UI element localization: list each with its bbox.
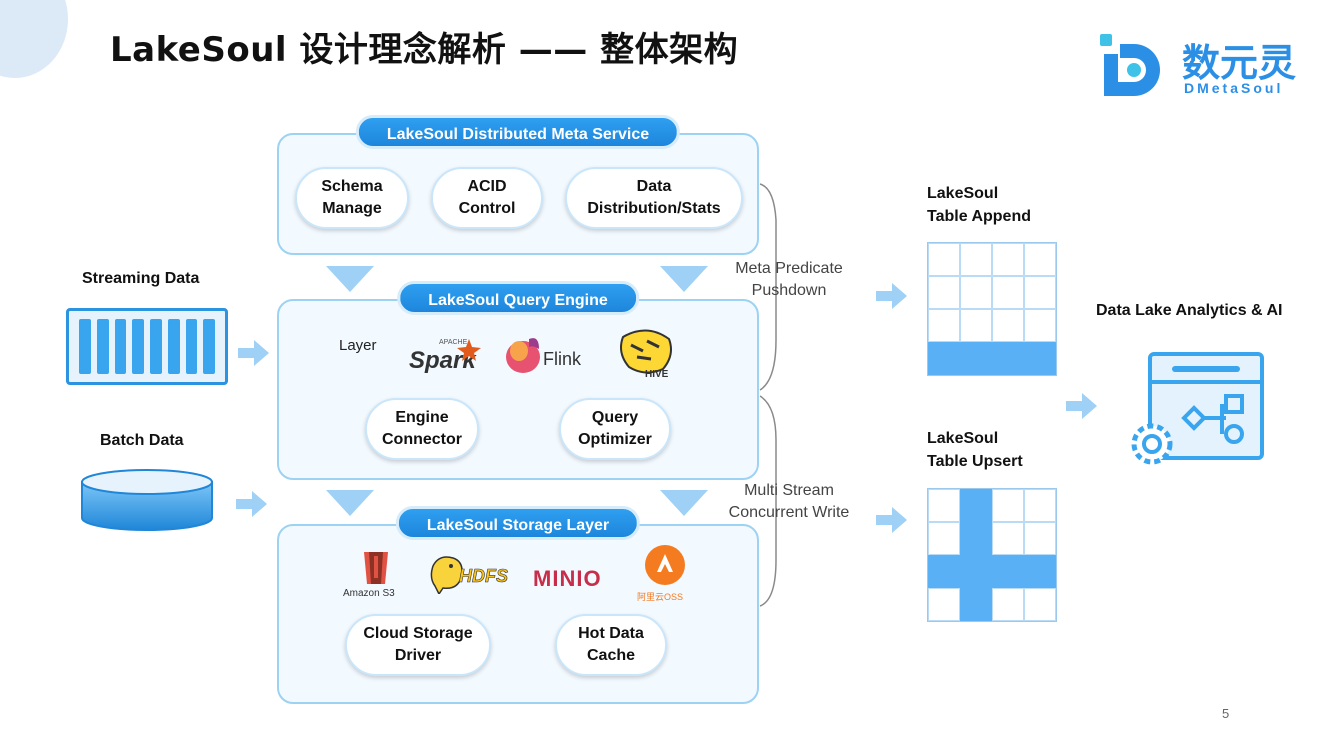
node-label: Driver — [394, 647, 442, 664]
down-arrow-icon — [660, 490, 708, 516]
hdfs-label: HDFS — [459, 566, 509, 587]
data-distribution-node: Data Distribution/Stats — [565, 167, 743, 229]
storage-layer-title: LakeSoul Storage Layer — [395, 506, 641, 540]
node-label: Optimizer — [578, 431, 652, 448]
minio-logo: MINIO — [533, 566, 627, 592]
page-title: LakeSoul 设计理念解析 —— 整体架构 — [110, 30, 739, 70]
note-line: Concurrent Write — [728, 504, 850, 521]
down-arrow-icon — [326, 266, 374, 292]
hot-data-cache-node: Hot Data Cache — [555, 614, 667, 676]
layer-label: Layer — [339, 337, 377, 354]
s3-bucket-icon — [364, 552, 388, 584]
spark-star-icon — [457, 339, 481, 361]
batch-data-label: Batch Data — [100, 432, 184, 449]
hdfs-logo: HDFS — [427, 552, 521, 596]
minio-label: MINIO — [533, 566, 602, 591]
arrow-right-icon — [1066, 393, 1097, 419]
node-label: Distribution/Stats — [587, 200, 721, 217]
hive-logo: HIVE — [617, 329, 677, 385]
arrow-right-icon — [236, 491, 267, 517]
table-upsert-title: LakeSoul Table Upsert — [927, 427, 1023, 473]
query-engine-panel: LakeSoul Query Engine Layer APACHE Spark… — [277, 281, 759, 480]
acid-control-node: ACID Control — [431, 167, 543, 229]
schema-manage-node: Schema Manage — [295, 167, 409, 229]
oss-label: 阿里云OSS — [637, 592, 684, 602]
cloud-storage-driver-node: Cloud Storage Driver — [345, 614, 491, 676]
query-engine-title: LakeSoul Query Engine — [397, 281, 639, 315]
node-label: Data — [636, 178, 672, 195]
node-label: Control — [458, 200, 516, 217]
query-optimizer-node: Query Optimizer — [559, 398, 671, 460]
multi-stream-note: Multi Stream Concurrent Write — [720, 480, 858, 524]
database-icon — [81, 469, 213, 531]
brand-name-en: DMetaSoul — [1184, 80, 1284, 96]
hive-bee-icon — [620, 329, 672, 374]
node-label: ACID — [467, 178, 507, 195]
title-line: Table Upsert — [927, 453, 1023, 470]
hive-label: HIVE — [645, 369, 669, 380]
brand-name-cn: 数元灵 — [1182, 41, 1297, 85]
analytics-window-gear-icon — [1131, 352, 1264, 465]
aliyun-oss-logo: 阿里云OSS — [635, 544, 693, 606]
node-label: Manage — [322, 200, 382, 217]
corner-decoration — [0, 0, 68, 78]
arrow-right-icon — [876, 507, 907, 533]
meta-service-title: LakeSoul Distributed Meta Service — [355, 115, 681, 149]
flink-logo: Flink — [503, 333, 593, 377]
node-label: Engine — [395, 409, 449, 426]
brand-logo: 数元灵 DMetaSoul — [1098, 30, 1308, 102]
note-line: Multi Stream — [744, 482, 834, 499]
node-label: Cache — [586, 647, 636, 664]
spark-tag: APACHE — [439, 339, 468, 346]
arrow-right-icon — [238, 340, 269, 366]
streaming-data-icon — [66, 308, 228, 385]
node-label: Hot Data — [578, 625, 644, 642]
flink-squirrel-icon — [506, 338, 540, 373]
node-label: Cloud Storage — [363, 625, 473, 642]
node-label: Schema — [321, 178, 383, 195]
hadoop-elephant-icon — [430, 556, 463, 594]
oss-cloud-icon — [645, 545, 685, 585]
streaming-data-label: Streaming Data — [82, 270, 200, 287]
meta-service-panel: LakeSoul Distributed Meta Service Schema… — [277, 115, 759, 255]
down-arrow-icon — [326, 490, 374, 516]
node-label: Query — [591, 409, 639, 426]
spark-logo: APACHE Spark — [409, 339, 483, 379]
table-upsert-grid — [927, 488, 1057, 622]
down-arrow-icon — [660, 266, 708, 292]
title-line: LakeSoul — [927, 185, 999, 202]
note-line: Meta Predicate — [735, 260, 843, 277]
arrow-right-icon — [876, 283, 907, 309]
table-append-title: LakeSoul Table Append — [927, 182, 1031, 228]
title-line: Table Append — [927, 208, 1031, 225]
storage-layer-panel: LakeSoul Storage Layer Amazon S3 HDFS MI… — [277, 506, 759, 704]
s3-label: Amazon S3 — [343, 588, 395, 599]
node-label: Connector — [382, 431, 462, 448]
page-number: 5 — [1222, 706, 1230, 721]
meta-pushdown-note: Meta Predicate Pushdown — [726, 258, 852, 302]
engine-connector-node: Engine Connector — [365, 398, 479, 460]
brand-logo-mark-icon — [1100, 34, 1160, 96]
bracket-connector — [759, 183, 777, 607]
title-line: LakeSoul — [927, 430, 999, 447]
table-append-grid — [927, 242, 1057, 376]
analytics-title: Data Lake Analytics & AI — [1096, 302, 1283, 319]
amazon-s3-logo: Amazon S3 — [343, 546, 409, 604]
note-line: Pushdown — [751, 282, 827, 299]
flink-label: Flink — [543, 349, 582, 369]
